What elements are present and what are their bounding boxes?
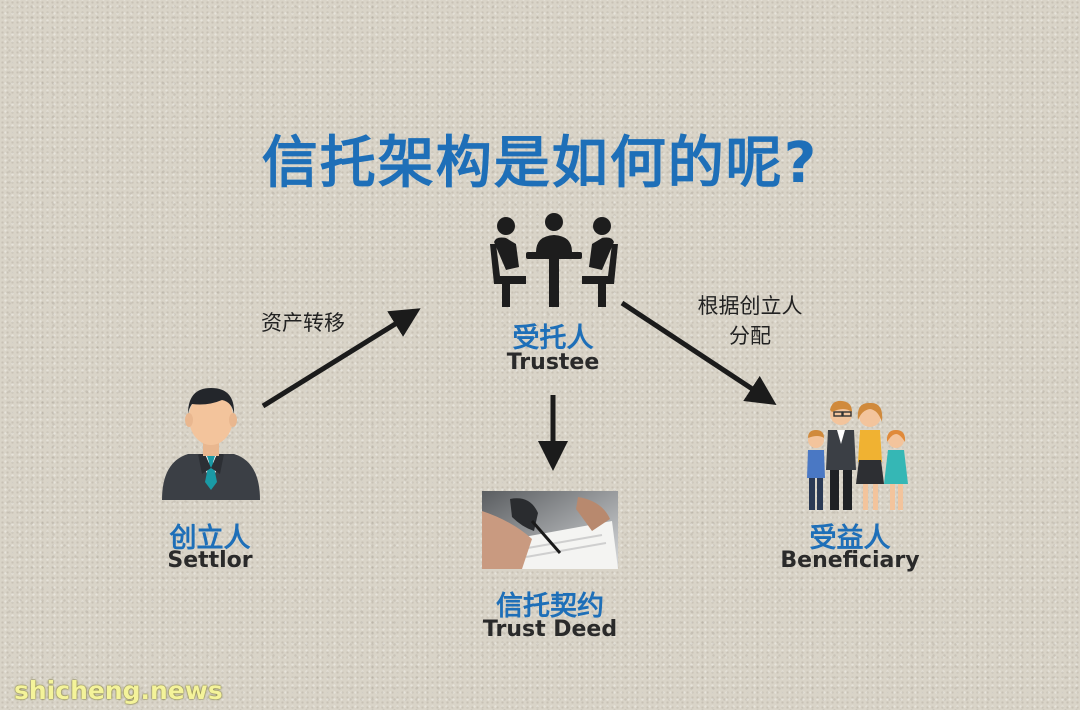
trustee-label-en: Trustee <box>506 350 600 375</box>
beneficiary-label-en: Beneficiary <box>780 548 920 573</box>
edge-label-distribution-line2: 分配 <box>729 324 771 348</box>
businessman-icon <box>162 388 260 500</box>
settlor-label-en: Settlor <box>167 548 253 573</box>
settlor-label-cn: 创立人 <box>169 523 251 554</box>
edge-label-asset-transfer: 资产转移 <box>261 311 345 335</box>
family-icon <box>807 400 908 510</box>
beneficiary-label-cn: 受益人 <box>809 523 891 554</box>
trustee-label-cn: 受托人 <box>512 323 594 354</box>
trust-deed-label-cn: 信托契约 <box>496 591 604 622</box>
page-title: 信托架构是如何的呢? <box>261 131 819 196</box>
arrow-settlor-to-trustee <box>261 308 421 409</box>
arrow-trustee-to-beneficiary <box>620 300 777 405</box>
edge-label-distribution: 根据创立人 分配 <box>670 291 830 351</box>
edge-label-distribution-line1: 根据创立人 <box>697 294 803 318</box>
trust-deed-label-en: Trust Deed <box>482 617 618 642</box>
meeting-icon <box>490 213 618 307</box>
watermark: shicheng.news <box>14 676 223 705</box>
signing-document-photo <box>482 491 618 569</box>
